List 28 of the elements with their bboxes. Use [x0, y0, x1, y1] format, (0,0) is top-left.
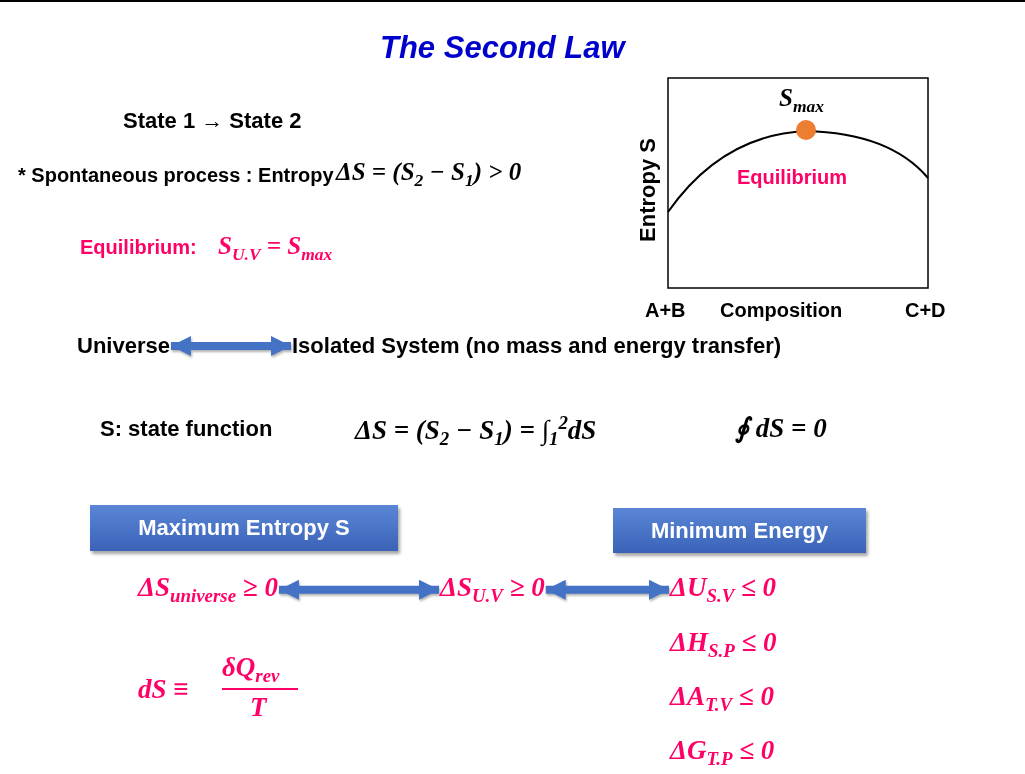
equation: S$_{U.V}$ = S$_{max}$	[218, 232, 333, 265]
heading-box: Maximum Entropy S	[90, 505, 398, 551]
node-text: Universe	[77, 333, 170, 359]
equation: ΔS$_{universe}$ ≥ 0	[138, 572, 278, 608]
statement-text: * Spontaneous process : Entropy	[18, 164, 334, 187]
title: The Second Law	[380, 30, 625, 66]
region-label: Equilibrium	[737, 166, 847, 189]
equation: ΔG$_{T.P}$ ≤ 0	[670, 735, 775, 771]
statement-text: Equilibrium:	[80, 236, 197, 259]
statement-text: S: state function	[100, 416, 273, 442]
axis-title: Entropy S	[634, 138, 661, 242]
peak-label: S$_{max}$	[779, 84, 825, 117]
equation: ΔS$_{U.V}$ ≥ 0	[440, 572, 545, 608]
equation: ΔS = (S$_{2}$ − S$_{1}$) = ∫$_{1}$$^{2}$dS	[355, 412, 597, 451]
fraction-denominator: T	[250, 692, 267, 723]
axis-label: C+D	[905, 299, 946, 322]
heading-text: State 1 → State 2	[123, 108, 302, 134]
node-text: Isolated System (no mass and energy transfer)	[292, 333, 782, 359]
axis-label: A+B	[645, 299, 686, 322]
equation: ΔA$_{T.V}$ ≤ 0	[670, 681, 774, 717]
equation: dS ≡	[138, 674, 189, 705]
heading-box: Minimum Energy	[613, 508, 866, 553]
equation: ∮ dS = 0	[735, 412, 827, 444]
equation: ΔS = (S$_{2}$ − S$_{1}$) > 0	[336, 158, 522, 191]
fraction-numerator: δQ$_{rev}$	[222, 652, 280, 688]
axis-title: Composition	[720, 299, 843, 322]
equation: ΔH$_{S.P}$ ≤ 0	[670, 627, 777, 663]
equation: ΔU$_{S.V}$ ≤ 0	[670, 572, 777, 608]
